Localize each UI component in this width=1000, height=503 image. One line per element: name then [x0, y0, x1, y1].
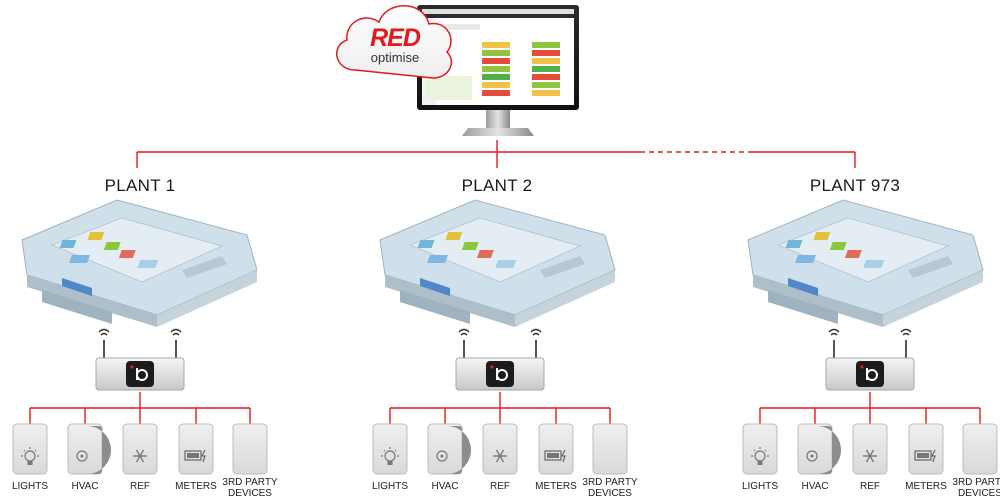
meter-icon — [914, 449, 936, 463]
brand-optimise: optimise — [370, 50, 420, 65]
snowflake-icon — [863, 449, 877, 463]
device-label-hvac: HVAC — [801, 481, 829, 492]
meters-device-tile — [908, 423, 944, 475]
plant-1-label: PLANT 1 — [104, 176, 176, 195]
light-bulb-icon — [21, 447, 39, 465]
light-bulb-icon — [381, 447, 399, 465]
gateway-2 — [455, 328, 545, 391]
fan-icon — [76, 426, 111, 474]
plant-building-2 — [379, 199, 616, 328]
plant-building-1 — [21, 199, 258, 328]
meters-device-tile — [538, 423, 574, 475]
brand-wordmark: RED optimise — [360, 26, 430, 65]
lights-device-tile — [742, 423, 778, 475]
gateway-1 — [95, 328, 185, 391]
device-label-meters: METERS — [175, 481, 217, 492]
network-lines — [29, 140, 981, 424]
snowflake-icon — [493, 449, 507, 463]
device-label-meters: METERS — [535, 481, 577, 492]
meter-icon — [544, 449, 566, 463]
device-tiles — [12, 423, 998, 475]
fan-icon — [436, 426, 471, 474]
gateway-973 — [825, 328, 915, 391]
device-label-lights: LIGHTS — [11, 481, 49, 492]
hvac-device-tile — [797, 423, 841, 475]
third-device-tile — [962, 423, 998, 475]
lights-device-tile — [372, 423, 408, 475]
dashboard-heatmap — [480, 40, 565, 100]
device-label-lights: LIGHTS — [741, 481, 779, 492]
device-label-meters: METERS — [905, 481, 947, 492]
light-bulb-icon — [751, 447, 769, 465]
cloud-logo — [336, 5, 453, 79]
device-label-hvac: HVAC — [431, 481, 459, 492]
brand-red: RED — [370, 24, 421, 52]
lights-device-tile — [12, 423, 48, 475]
meter-icon — [184, 449, 206, 463]
meters-device-tile — [178, 423, 214, 475]
ref-device-tile — [482, 423, 518, 475]
device-label-ref: REF — [860, 481, 880, 492]
ref-device-tile — [122, 423, 158, 475]
snowflake-icon — [133, 449, 147, 463]
device-label-hvac: HVAC — [71, 481, 99, 492]
hvac-device-tile — [67, 423, 111, 475]
hvac-device-tile — [427, 423, 471, 475]
ref-device-tile — [852, 423, 888, 475]
plant-building-973 — [747, 199, 984, 328]
plant-973-label: PLANT 973 — [809, 176, 901, 195]
device-label-ref: REF — [490, 481, 510, 492]
third-device-tile — [232, 423, 268, 475]
device-label-ref: REF — [130, 481, 150, 492]
fan-icon — [806, 426, 841, 474]
third-device-tile — [592, 423, 628, 475]
device-label-lights: LIGHTS — [371, 481, 409, 492]
plant-2-label: PLANT 2 — [461, 176, 533, 195]
